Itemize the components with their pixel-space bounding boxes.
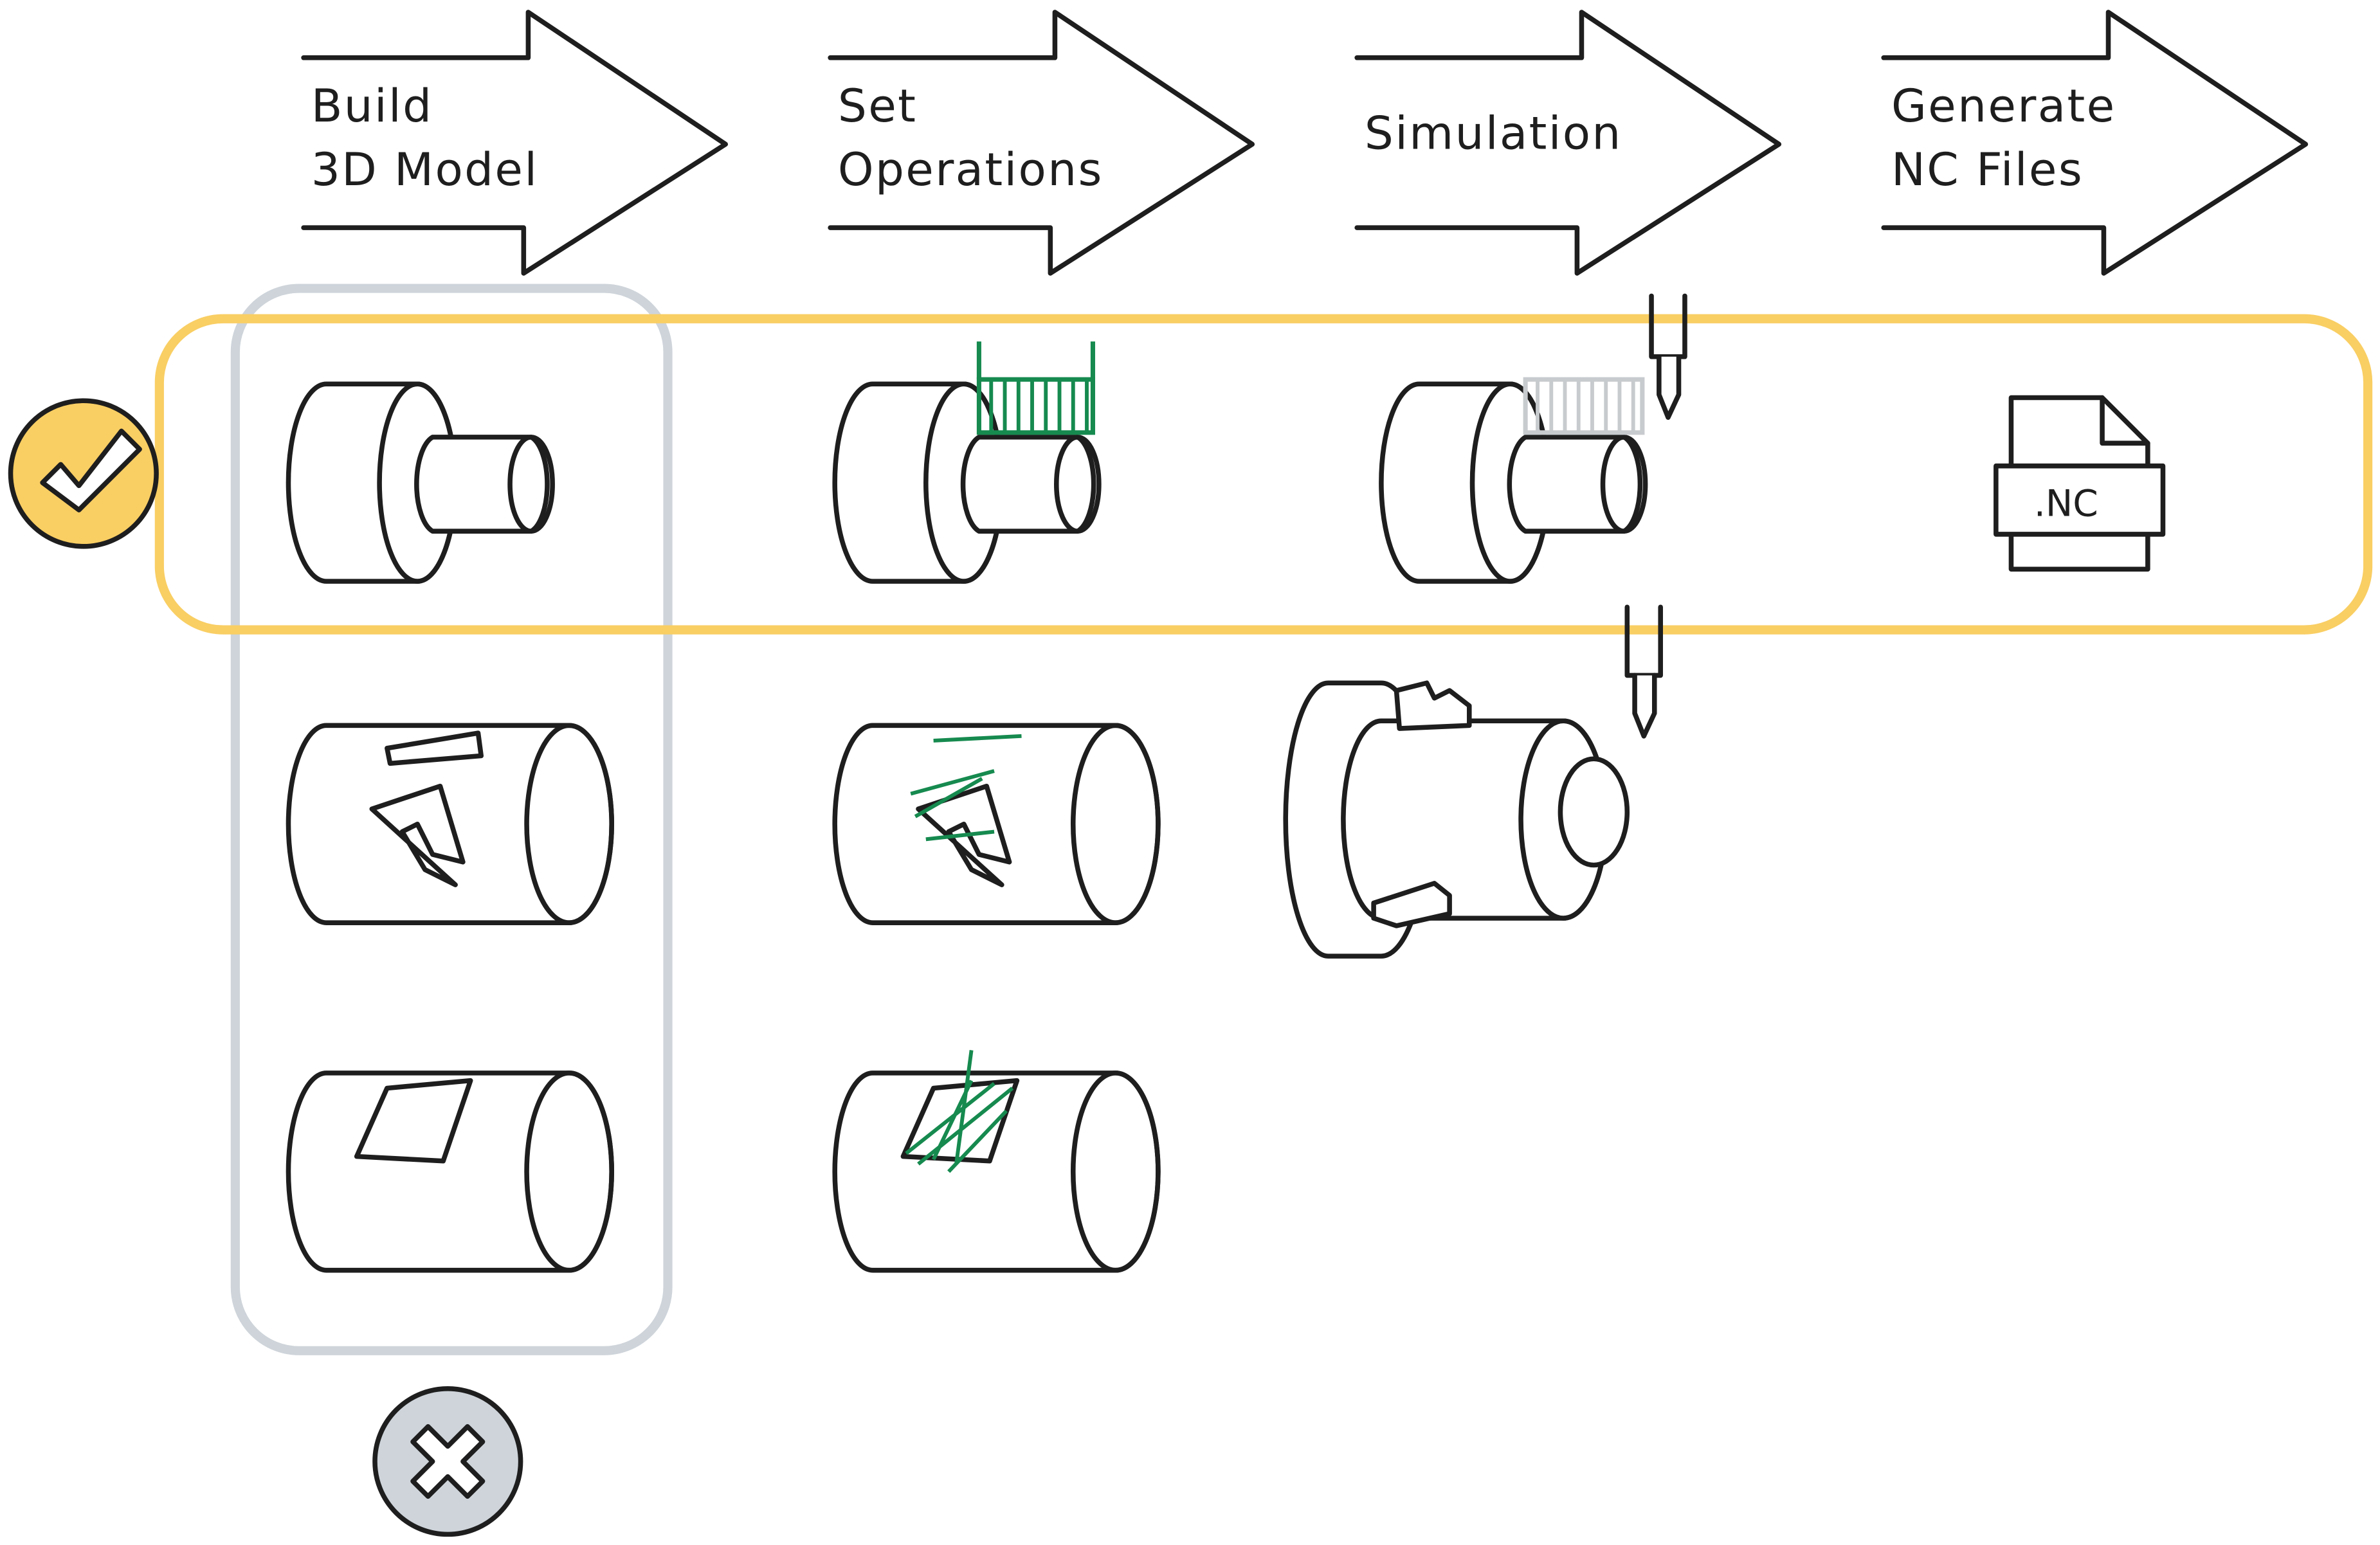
step-label: Generate — [1891, 79, 2116, 132]
step-label: Operations — [838, 143, 1104, 196]
file-fold — [2100, 395, 2150, 446]
chuck-jaw — [1394, 680, 1472, 731]
step-arrow: Build 3D Model — [301, 10, 729, 276]
step-label: NC Files — [1891, 143, 2084, 196]
cylinder-face — [1070, 1071, 1161, 1273]
pocket-toolpath — [905, 1050, 1014, 1173]
file-label-band — [1994, 463, 2166, 537]
cylinder-face — [1070, 723, 1161, 925]
check-icon — [8, 398, 159, 549]
step-label: Build — [311, 79, 433, 132]
tool-insert — [1632, 673, 1657, 739]
workpiece-step — [1558, 756, 1630, 868]
step-label: 3D Model — [311, 143, 539, 196]
letter-a-engraving — [369, 783, 466, 887]
cutting-tool — [1649, 293, 1687, 420]
step-label: Set — [838, 79, 917, 132]
tool-holder — [1624, 604, 1663, 678]
arrow-outline — [1354, 10, 1782, 276]
x-icon — [372, 1386, 523, 1537]
nc-file-label: .NC — [2034, 483, 2098, 525]
turning-toolpath — [976, 377, 1095, 435]
cylinder-pocket-model — [286, 1071, 614, 1273]
small-cylinder-body — [1507, 435, 1643, 534]
cylinder-face — [524, 1071, 614, 1273]
lathe-chuck-simulation — [1283, 680, 1630, 959]
tool-insert — [1657, 354, 1682, 420]
small-cylinder-body — [414, 435, 550, 534]
hatch-outline — [1523, 377, 1645, 435]
build-model-group-outline — [230, 284, 673, 1355]
small-cylinder-face — [1600, 435, 1648, 534]
small-cylinder-face — [1054, 435, 1102, 534]
pocket-feature — [354, 1078, 473, 1164]
small-cylinder-face — [507, 435, 555, 534]
step-arrow: Generate NC Files — [1881, 10, 2309, 276]
hatch-outline — [976, 377, 1095, 435]
arrow-outline — [1881, 10, 2309, 276]
arrow-outline — [828, 10, 1255, 276]
step-arrow: Simulation — [1354, 10, 1782, 276]
stepped-part-operations — [832, 381, 1102, 584]
cylinder-engraving-model — [286, 723, 614, 925]
stepped-part-model — [286, 381, 555, 584]
cutting-tool — [1624, 604, 1663, 739]
letter-a-engraving — [916, 783, 1012, 887]
step-label: Simulation — [1365, 106, 1622, 159]
engraving-toolpath — [910, 734, 1022, 842]
nc-file-icon: .NC — [1994, 395, 2166, 572]
cylinder-face — [524, 723, 614, 925]
arrow-outline — [301, 10, 729, 276]
stepped-part-simulation — [1379, 381, 1648, 584]
chuck-jaw — [1371, 881, 1452, 928]
letters-ab-engraving — [385, 730, 484, 766]
selected-workflow-outline — [154, 314, 2373, 635]
tool-holder — [1649, 293, 1687, 359]
cylinder-engraving-operations — [832, 723, 1161, 925]
simulated-toolpath — [1523, 377, 1645, 435]
small-cylinder-body — [960, 435, 1096, 534]
cylinder-pocket-operations — [832, 1050, 1161, 1273]
